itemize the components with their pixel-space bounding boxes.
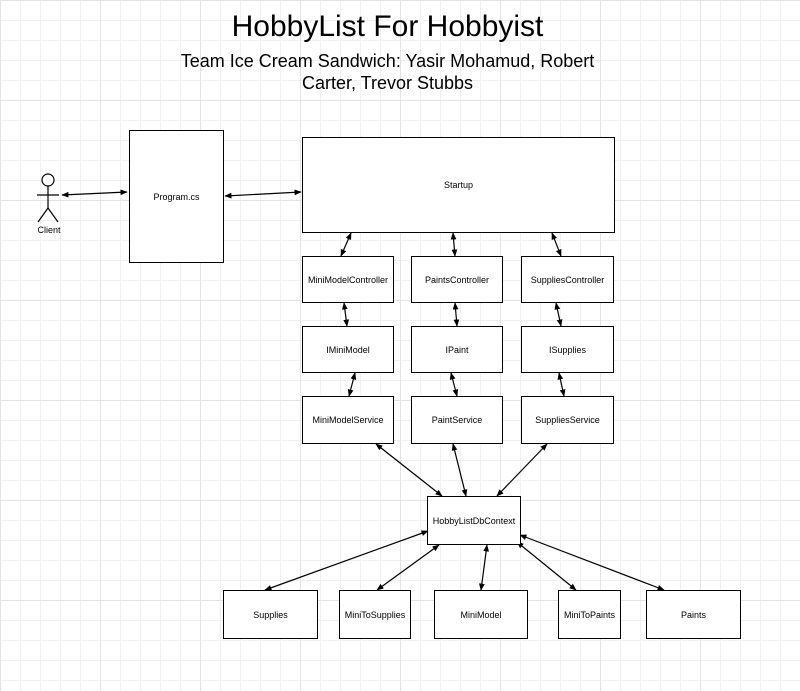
supplies-controller-label: SuppliesController — [530, 274, 605, 285]
mini-to-supplies-node: MiniToSupplies — [339, 590, 411, 639]
paint-service-node: PaintService — [411, 396, 503, 444]
edge-ipaint-paintservice — [449, 372, 459, 397]
diagram-subtitle: Team Ice Cream Sandwich: Yasir Mohamud, … — [180, 51, 595, 93]
paint-service-label: PaintService — [431, 415, 483, 425]
diagram-title: HobbyList For Hobbyist — [231, 10, 544, 43]
edge-isupplies-suppliesservice — [557, 372, 566, 397]
client-actor-label: Client — [37, 225, 61, 235]
imini-model-label: IMiniModel — [326, 344, 370, 355]
edge-dbcontext-paints — [519, 534, 665, 591]
edge-dbcontext-minimodel — [479, 544, 489, 591]
mini-model-controller-node: MiniModelController — [302, 256, 394, 303]
edge-iminimodel-minimodelservice — [347, 372, 357, 397]
db-context-node: HobbyListDbContext — [427, 496, 521, 545]
startup-label: Startup — [443, 180, 474, 190]
edge-dbcontext-minitopaints — [516, 541, 577, 591]
edge-paintservice-dbcontext — [451, 443, 468, 497]
startup-node: Startup — [302, 137, 615, 233]
mini-to-supplies-label: MiniToSupplies — [344, 609, 406, 620]
isupplies-node: ISupplies — [521, 326, 614, 373]
supplies-entity-label: Supplies — [253, 609, 288, 620]
paints-controller-label: PaintsController — [424, 274, 490, 285]
paints-controller-node: PaintsController — [411, 256, 503, 303]
mini-to-paints-label: MiniToPaints — [563, 609, 616, 620]
edge-startup-paintscontroller — [450, 232, 458, 257]
isupplies-label: ISupplies — [548, 344, 587, 355]
supplies-service-node: SuppliesService — [521, 396, 614, 444]
db-context-label: HobbyListDbContext — [432, 515, 516, 526]
mini-model-entity-label: MiniModel — [460, 609, 502, 620]
edge-client-program — [61, 189, 128, 198]
supplies-controller-node: SuppliesController — [521, 256, 614, 303]
mini-model-entity-node: MiniModel — [434, 590, 528, 639]
ipaint-label: IPaint — [445, 344, 469, 355]
edge-suppliescontroller-isupplies — [554, 302, 563, 327]
edge-startup-minimodelcontroller — [340, 232, 352, 257]
mini-to-paints-node: MiniToPaints — [558, 590, 621, 639]
edge-minimodelservice-dbcontext — [375, 443, 443, 497]
imini-model-node: IMiniModel — [302, 326, 394, 373]
ipaint-node: IPaint — [411, 326, 503, 373]
edge-dbcontext-supplies — [264, 530, 429, 591]
edge-paintscontroller-ipaint — [452, 302, 460, 327]
paints-entity-label: Paints — [680, 609, 706, 620]
edge-program-startup — [224, 189, 302, 199]
mini-model-controller-label: MiniModelController — [307, 274, 389, 285]
edge-minimodelcontroller-iminimodel — [341, 302, 350, 327]
supplies-entity-node: Supplies — [223, 590, 318, 639]
mini-model-service-node: MiniModelService — [302, 396, 394, 444]
edge-suppliesservice-dbcontext — [496, 443, 548, 497]
program-cs-node: Program.cs — [129, 130, 224, 263]
paints-entity-node: Paints — [646, 590, 741, 639]
program-cs-label: Program.cs — [153, 191, 200, 202]
edge-dbcontext-minitosupplies — [376, 544, 440, 591]
supplies-service-label: SuppliesService — [535, 415, 600, 425]
mini-model-service-label: MiniModelService — [312, 415, 384, 425]
client-actor-icon — [37, 173, 59, 223]
edge-startup-suppliescontroller — [551, 232, 562, 257]
